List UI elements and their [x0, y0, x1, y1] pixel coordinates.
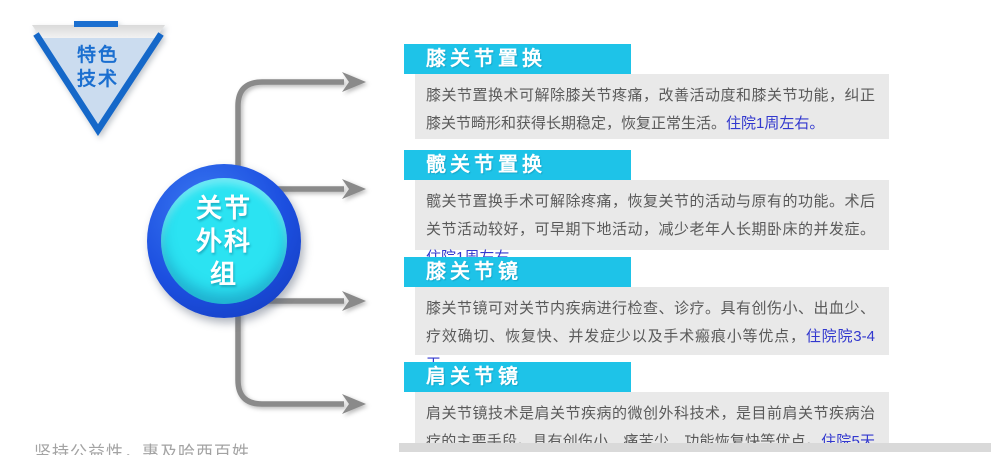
block-body-knee-replacement: 膝关节置换术可解除膝关节疼痛，改善活动度和膝关节功能，纠正膝关节畸形和获得长期稳…	[415, 74, 889, 139]
hub-line-3: 组	[209, 258, 238, 289]
arrow-line-top	[235, 79, 344, 210]
footer-slogan-partial: 坚持公益性，惠及哈西百姓	[34, 443, 250, 455]
arrowhead-lower	[342, 291, 366, 311]
triangle-fill	[41, 38, 156, 127]
hub-circle-inner: 关节 外科 组	[161, 178, 287, 304]
block-text: 膝关节镜可对关节内疾病进行检查、诊疗。具有创伤小、出血少、疗效确切、恢复快、并发…	[426, 300, 875, 345]
arrowhead-bottom	[342, 394, 366, 414]
next-section-strip	[399, 443, 991, 452]
triangle-top-band	[32, 25, 165, 38]
block-body-knee-arthroscopy: 膝关节镜可对关节内疾病进行检查、诊疗。具有创伤小、出血少、疗效确切、恢复快、并发…	[415, 287, 889, 373]
block-title-knee-arthroscopy: 膝关节镜	[404, 257, 631, 287]
block-highlight: 住院1周左右。	[726, 115, 825, 132]
hub-circle: 关节 外科 组	[147, 164, 301, 318]
triangle-border	[33, 32, 164, 136]
block-title-shoulder-arthroscopy: 肩关节镜	[404, 362, 631, 392]
triangle-badge-label: 特色 技术	[22, 44, 174, 92]
block-text: 髋关节置换手术可解除疼痛，恢复关节的活动与原有的功能。术后关节活动较好，可早期下…	[426, 193, 875, 238]
hub-line-2: 外科	[195, 225, 252, 256]
arrowhead-top	[342, 72, 366, 92]
hub-line-1: 关节	[195, 192, 252, 223]
triangle-tab	[74, 21, 118, 27]
block-text: 膝关节置换术可解除膝关节疼痛，改善活动度和膝关节功能，纠正膝关节畸形和获得长期稳…	[426, 87, 875, 132]
triangle-badge-line2: 技术	[76, 69, 119, 90]
arrow-line-bottom	[235, 280, 344, 407]
block-title-knee-replacement: 膝关节置换	[404, 44, 631, 74]
block-body-shoulder-arthroscopy: 肩关节镜技术是肩关节疾病的微创外科技术，是目前肩关节疾病治疗的主要手段。具有创伤…	[415, 392, 889, 450]
triangle-badge-shape	[32, 21, 165, 136]
block-title-hip-replacement: 髋关节置换	[404, 150, 631, 180]
block-body-hip-replacement: 髋关节置换手术可解除疼痛，恢复关节的活动与原有的功能。术后关节活动较好，可早期下…	[415, 180, 889, 266]
arrowhead-upper	[342, 179, 366, 199]
triangle-badge-line1: 特色	[76, 45, 119, 66]
